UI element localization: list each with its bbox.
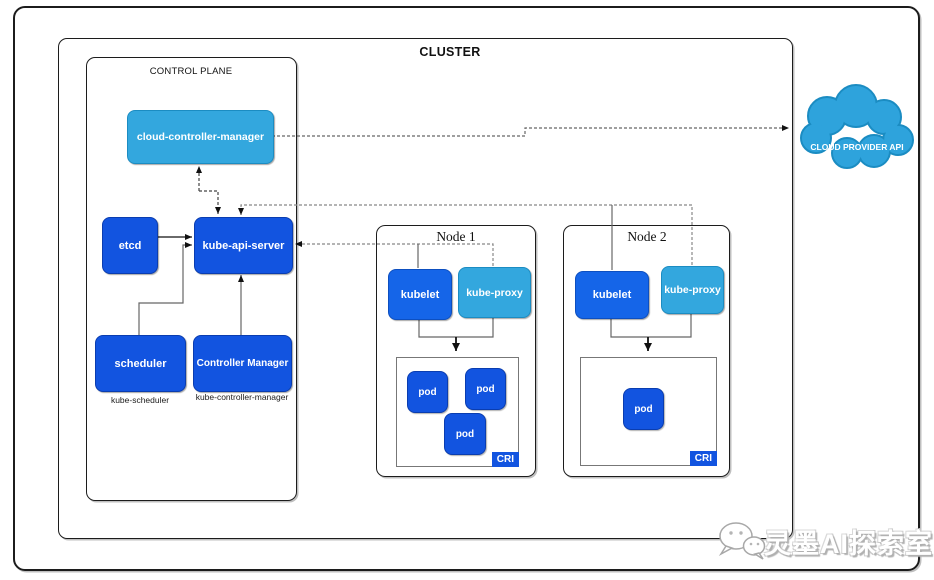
edge-ccm-to-apiserver — [199, 190, 221, 214]
watermark-text: 灵墨AI探索室 — [764, 529, 933, 559]
control-plane-box — [86, 57, 297, 501]
node2-kubelet-box: kubelet — [575, 271, 649, 319]
cloud-provider-api-label: CLOUD PROVIDER API — [810, 142, 903, 152]
edge-node2-join-cri — [610, 312, 692, 338]
node1-cri-badge: CRI — [491, 452, 519, 467]
node1-box — [376, 225, 536, 477]
node1-title: Node 1 — [436, 229, 476, 244]
kube-api-server-box: kube-api-server — [194, 217, 293, 274]
cloud-provider-api-shape: CLOUD PROVIDER API — [800, 84, 914, 169]
node2-box — [563, 225, 730, 477]
node2-kube-proxy-box: kube-proxy — [661, 266, 724, 314]
control-plane-title: CONTROL PLANE — [149, 66, 233, 77]
node1-kubelet-box: kubelet — [388, 269, 452, 320]
edge-node2-to-apiserver — [238, 204, 693, 265]
edge-node1-to-apiserver — [295, 241, 494, 266]
node2-title: Node 2 — [627, 229, 667, 244]
outer-border — [13, 6, 920, 571]
etcd-box: etcd — [102, 217, 158, 274]
edge-scheduler-to-apiserver — [138, 242, 192, 335]
node1-pod-1: pod — [407, 371, 448, 413]
node2-cri-badge: CRI — [689, 451, 717, 466]
cluster-title: CLUSTER — [419, 45, 481, 59]
edge-ccm-to-cloud-api — [272, 125, 789, 137]
cloud-controller-manager-box: cloud-controller-manager — [127, 110, 274, 164]
kube-scheduler-label: kube-scheduler — [110, 395, 170, 405]
node2-pod-1: pod — [623, 388, 664, 430]
node1-kube-proxy-box: kube-proxy — [458, 267, 531, 318]
wechat-icon — [718, 522, 766, 560]
node1-pod-3: pod — [444, 413, 486, 455]
node1-pod-2: pod — [465, 368, 506, 410]
controller-manager-box: Controller Manager — [193, 335, 292, 392]
scheduler-box: scheduler — [95, 335, 186, 392]
kube-controller-manager-label: kube-controller-manager — [195, 392, 289, 402]
cluster-box — [58, 38, 793, 539]
